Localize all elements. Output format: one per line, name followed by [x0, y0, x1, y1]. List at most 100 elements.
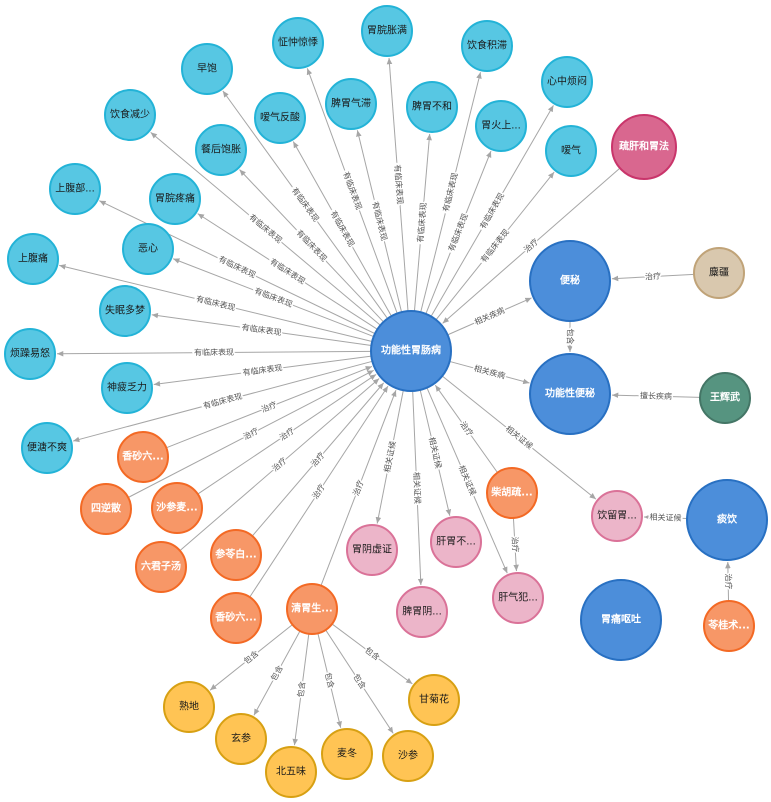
node-prescription-shashen[interactable]: 沙参麦...	[151, 482, 203, 534]
edge-fgid-to-aiqi[interactable]	[435, 171, 555, 321]
node-circle[interactable]	[210, 529, 262, 581]
node-herb-maidong[interactable]: 麦冬	[321, 728, 373, 780]
edge-fgid-to-zhengchong[interactable]	[306, 68, 398, 314]
edge-chaihu-to-ganqifan[interactable]	[512, 517, 519, 572]
node-method-shugan[interactable]: 疏肝和胃法	[611, 114, 677, 180]
node-circle[interactable]	[80, 483, 132, 535]
node-circle[interactable]	[430, 516, 482, 568]
node-circle[interactable]	[325, 78, 377, 130]
node-syndrome-ganqifan[interactable]: 肝气犯...	[492, 572, 544, 624]
node-prescription-qingwei[interactable]: 清胃生...	[286, 583, 338, 635]
node-circle[interactable]	[117, 431, 169, 483]
edge-qingwei-to-fgid[interactable]	[320, 390, 397, 586]
node-symptom-zaobao[interactable]: 早饱	[181, 43, 233, 95]
edge-fgid-to-exin[interactable]	[172, 258, 374, 338]
node-herb-xuanshen[interactable]: 玄参	[215, 713, 267, 765]
edge-qingwei-to-ganjuhua[interactable]	[331, 623, 413, 685]
node-circle[interactable]	[475, 100, 527, 152]
edge-shashen-to-fgid[interactable]	[197, 373, 377, 495]
node-circle[interactable]	[486, 467, 538, 519]
node-circle[interactable]	[321, 728, 373, 780]
node-circle[interactable]	[703, 600, 755, 652]
edge-shugan-to-fgid[interactable]	[442, 167, 621, 324]
node-circle[interactable]	[492, 572, 544, 624]
node-circle[interactable]	[580, 579, 662, 661]
node-circle[interactable]	[122, 223, 174, 275]
edge-fgid-to-canhoubaozhang[interactable]	[239, 169, 384, 323]
node-herb-beiwuwei[interactable]: 北五味	[265, 746, 317, 798]
edge-fgid-to-weiwanzhuotong[interactable]	[197, 213, 378, 330]
edge-fgid-to-gnxbm[interactable]	[449, 360, 530, 385]
node-circle[interactable]	[21, 422, 73, 474]
edge-fgid-to-xinzhongfanmen[interactable]	[430, 105, 554, 317]
node-circle[interactable]	[286, 583, 338, 635]
edge-xiangsha6a-to-fgid[interactable]	[166, 365, 373, 449]
node-circle[interactable]	[7, 233, 59, 285]
node-expert-wanghuiwu[interactable]: 王辉武	[699, 372, 751, 424]
edge-fgid-to-yinshijianshao[interactable]	[150, 131, 381, 326]
node-circle[interactable]	[101, 362, 153, 414]
node-prescription-lingguizhu[interactable]: 苓桂术...	[703, 600, 755, 652]
node-circle[interactable]	[149, 173, 201, 225]
node-symptom-fanzaoyinu[interactable]: 烦躁易怒	[4, 328, 56, 380]
edge-fgid-to-shimianduomeng[interactable]	[151, 312, 372, 346]
edge-tanyin-to-yinliuwei[interactable]	[643, 514, 688, 521]
edge-fgid-to-zaobao[interactable]	[222, 90, 388, 319]
node-circle[interactable]	[529, 353, 611, 435]
node-circle[interactable]	[591, 490, 643, 542]
node-circle[interactable]	[151, 482, 203, 534]
node-circle[interactable]	[396, 586, 448, 638]
edge-fgid-to-shangfubu[interactable]	[99, 200, 376, 335]
node-circle[interactable]	[99, 285, 151, 337]
edge-fgid-to-piweibuhe[interactable]	[413, 133, 432, 312]
node-circle[interactable]	[545, 125, 597, 177]
node-symptom-yinshijianshao[interactable]: 饮食减少	[104, 89, 156, 141]
edge-fgid-to-shangfutong[interactable]	[59, 264, 373, 343]
edge-sinisan-to-fgid[interactable]	[127, 369, 374, 498]
edge-fgid-to-bianmi[interactable]	[447, 297, 532, 336]
edge-shenling-to-fgid[interactable]	[251, 382, 385, 537]
node-symptom-exin[interactable]: 恶心	[122, 223, 174, 275]
node-symptom-weiwanzhuotong[interactable]: 胃脘疼痛	[149, 173, 201, 225]
node-circle[interactable]	[163, 681, 215, 733]
node-symptom-xinzhongfanmen[interactable]: 心中烦闷	[541, 56, 593, 108]
node-symptom-shimianduomeng[interactable]: 失眠多梦	[99, 285, 151, 337]
edge-menggang-to-bianmi[interactable]	[611, 273, 695, 282]
edge-chaihu-to-fgid[interactable]	[434, 384, 498, 473]
node-disease-gnxbm[interactable]: 功能性便秘	[529, 353, 611, 435]
node-herb-shudi[interactable]: 熟地	[163, 681, 215, 733]
node-circle[interactable]	[272, 17, 324, 69]
edge-qingwei-to-shudi[interactable]	[209, 624, 293, 691]
node-symptom-shangfubu[interactable]: 上腹部...	[49, 163, 101, 215]
node-circle[interactable]	[541, 56, 593, 108]
node-symptom-shangfutong[interactable]: 上腹痛	[7, 233, 59, 285]
node-disease-fgid[interactable]: 功能性胃肠病	[370, 310, 452, 392]
node-disease-bianmi[interactable]: 便秘	[529, 240, 611, 322]
node-circle[interactable]	[693, 247, 745, 299]
node-circle[interactable]	[382, 730, 434, 782]
edge-fgid-to-aiqifansuan[interactable]	[292, 141, 392, 317]
node-prescription-sinisan[interactable]: 四逆散	[80, 483, 132, 535]
edge-fgid-to-yinliuwei[interactable]	[441, 375, 597, 500]
edge-fgid-to-shenpifali[interactable]	[153, 355, 372, 387]
edge-fgid-to-piweiqizhi[interactable]	[356, 130, 403, 313]
node-prescription-liujunzi[interactable]: 六君子汤	[135, 541, 187, 593]
edge-fgid-to-ganqifan[interactable]	[426, 387, 508, 574]
edge-liujunzi-to-fgid[interactable]	[179, 378, 380, 552]
node-prescription-xiangsha6b[interactable]: 香砂六...	[210, 592, 262, 644]
node-circle[interactable]	[406, 81, 458, 133]
edge-qingwei-to-beiwuwei[interactable]	[292, 633, 310, 746]
edge-lingguizhu-to-tanyin[interactable]	[725, 561, 731, 602]
node-circle[interactable]	[699, 372, 751, 424]
node-symptom-weiwanzhangman[interactable]: 胃脘胀满	[361, 5, 413, 57]
node-symptom-zhengchong[interactable]: 怔忡惊悸	[272, 17, 324, 69]
node-circle[interactable]	[4, 328, 56, 380]
node-symptom-aiqi[interactable]: 嗳气	[545, 125, 597, 177]
node-circle[interactable]	[408, 674, 460, 726]
node-circle[interactable]	[254, 92, 306, 144]
node-circle[interactable]	[104, 89, 156, 141]
node-symptom-weihuo[interactable]: 胃火上...	[475, 100, 527, 152]
node-prescription-chaihu[interactable]: 柴胡疏...	[486, 467, 538, 519]
edge-fgid-to-weiwanzhangman[interactable]	[386, 57, 409, 312]
node-circle[interactable]	[611, 114, 677, 180]
